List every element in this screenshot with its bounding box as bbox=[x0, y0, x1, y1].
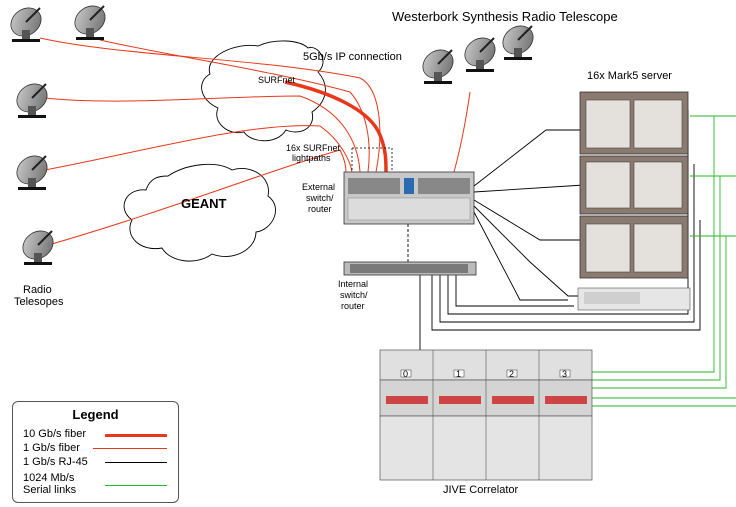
fiber-telescope-4 bbox=[44, 125, 353, 173]
jive-correlator bbox=[379, 349, 593, 481]
legend-item-label: 10 Gb/s fiber bbox=[23, 428, 86, 440]
internal-router-label-1: Internal bbox=[338, 279, 369, 289]
serial-link-4 bbox=[590, 116, 715, 373]
correlator-label: JIVE Correlator bbox=[443, 484, 519, 496]
correlator-unit-label: 3 bbox=[562, 369, 568, 379]
geant-label: GEANT bbox=[181, 196, 227, 211]
correlator-unit-label: 0 bbox=[403, 369, 409, 379]
surfnet-label: SURFnet bbox=[258, 75, 296, 85]
mark5-server-1 bbox=[579, 91, 689, 155]
rj45-ext-srv3 bbox=[473, 199, 584, 241]
internal-router-label-2: switch/ bbox=[340, 290, 368, 300]
legend-item-label: 1 Gb/s fiber bbox=[23, 442, 80, 454]
rj45-ext-srv2 bbox=[473, 184, 585, 193]
radio-telescope-1 bbox=[4, 1, 48, 44]
fiber-wsrt bbox=[453, 91, 471, 173]
legend-title: Legend bbox=[72, 407, 119, 422]
wsrt-dish-2 bbox=[458, 31, 502, 73]
legend: Legend 10 Gb/s fiber 1 Gb/s fiber 1 Gb/s… bbox=[12, 401, 179, 503]
lightpaths-bracket bbox=[351, 147, 393, 172]
geant-cloud bbox=[123, 163, 276, 262]
internal-switch-router bbox=[343, 261, 477, 276]
fiber-telescope-1 bbox=[39, 37, 381, 173]
external-router-label-1: External bbox=[302, 182, 336, 192]
legend-item-label: 1024 Mb/s bbox=[23, 472, 75, 484]
control-pc bbox=[577, 287, 691, 311]
rj45-int-srv-b bbox=[439, 164, 695, 323]
external-router-label-2: switch/ bbox=[306, 193, 334, 203]
mark5-server-2 bbox=[579, 155, 689, 215]
legend-item-label: 1 Gb/s RJ-45 bbox=[23, 456, 88, 468]
lightpaths-label-line1: 16x SURFnet bbox=[286, 143, 341, 153]
external-router-label-3: router bbox=[308, 204, 332, 214]
radio-telescope-4 bbox=[10, 149, 54, 191]
ip-connection-label: 5Gb/s IP connection bbox=[303, 51, 402, 63]
wsrt-dish-1 bbox=[416, 43, 460, 85]
surfnet-cloud bbox=[201, 40, 326, 142]
wsrt-dish-3 bbox=[496, 19, 540, 62]
rj45-ext-pc bbox=[473, 205, 578, 297]
legend-swatch-serial bbox=[105, 485, 167, 486]
legend-swatch-1g-fiber bbox=[93, 448, 167, 449]
fiber-telescope-2 bbox=[99, 39, 370, 173]
correlator-unit-label: 1 bbox=[456, 369, 462, 379]
legend-item-label-2: Serial links bbox=[23, 484, 77, 496]
fiber-telescope-3 bbox=[44, 95, 361, 173]
radio-telescope-2 bbox=[68, 0, 112, 42]
lightpaths-label-line2: lightpaths bbox=[292, 153, 331, 163]
internal-router-label-3: router bbox=[341, 301, 365, 311]
radio-telescopes-label-2: Telesopes bbox=[14, 296, 64, 308]
legend-swatch-10g-fiber bbox=[105, 434, 167, 437]
radio-telescope-3 bbox=[10, 77, 54, 119]
radio-telescopes-label-1: Radio bbox=[23, 284, 52, 296]
fiber-telescope-5 bbox=[44, 149, 347, 247]
diagram-title: Westerbork Synthesis Radio Telescope bbox=[392, 9, 618, 24]
mark5-label: 16x Mark5 server bbox=[587, 70, 672, 82]
legend-swatch-rj45 bbox=[105, 462, 167, 463]
rj45-int-srv-a bbox=[431, 220, 701, 331]
fiber-10g-ip bbox=[284, 80, 388, 173]
serial-link-5 bbox=[590, 176, 721, 381]
rj45-int-pc bbox=[455, 275, 574, 307]
rj45-ext-srv1 bbox=[473, 129, 584, 187]
external-switch-router bbox=[343, 171, 475, 225]
serial-link-6 bbox=[590, 236, 727, 389]
rj45-ext-srv-x bbox=[473, 211, 568, 301]
correlator-unit-label: 2 bbox=[509, 369, 515, 379]
radio-telescope-5 bbox=[16, 224, 60, 266]
mark5-server-3 bbox=[579, 215, 689, 279]
